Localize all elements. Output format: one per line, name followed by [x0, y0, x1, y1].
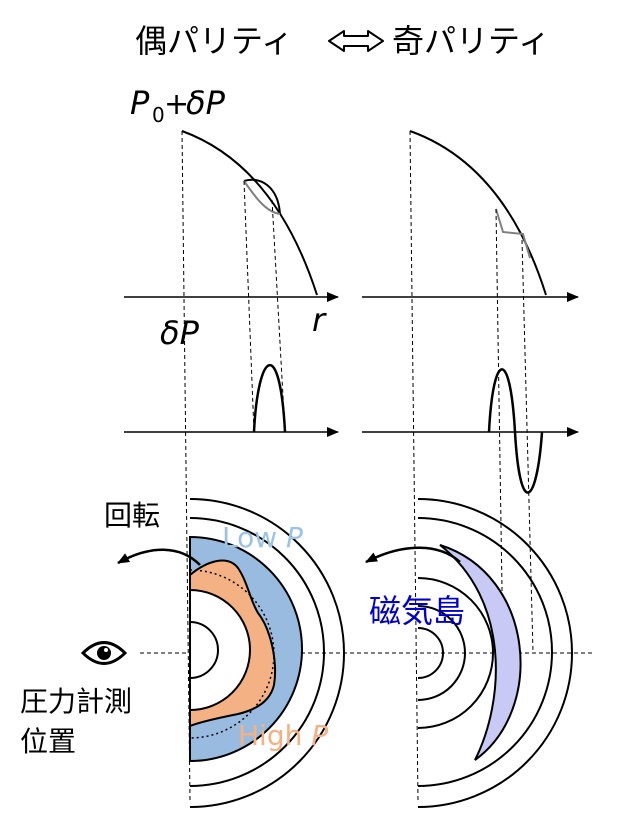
odd-outer-guide	[521, 239, 534, 653]
even-innermost-flux-surface	[189, 621, 219, 679]
odd-mid-flux-surface	[417, 517, 553, 787]
odd-center-guide	[409, 130, 419, 801]
title-odd-parity: 奇パリティ	[392, 22, 550, 60]
odd-pressure-curve	[409, 130, 547, 296]
magnetic-island-label: 磁気島	[369, 592, 465, 630]
even-outer-guide	[271, 199, 286, 433]
high-p-text: High	[238, 719, 311, 752]
even-pressure-curve	[181, 130, 318, 296]
even-center-guide	[181, 130, 191, 801]
low-p-var: P	[286, 521, 303, 554]
even-dotted-flux-surface	[189, 569, 275, 739]
low-p-text: Low	[222, 521, 286, 554]
odd-pressure-plot	[362, 130, 579, 302]
even-dp-curve	[252, 363, 287, 433]
rotation-label: 回転	[104, 499, 160, 532]
measurement-label-line1: 圧力計測	[20, 685, 132, 718]
odd-flattened-region	[495, 208, 531, 259]
title-even-parity: 偶パリティ	[135, 22, 293, 60]
high-p-var: P	[311, 719, 328, 752]
pressure-p-symbol: P	[130, 84, 150, 122]
even-flattened-bump	[243, 178, 281, 215]
odd-innermost-flux-surface	[417, 627, 444, 679]
odd-island-inner-surface	[417, 577, 494, 729]
double-arrow-icon	[328, 30, 384, 52]
delta-p-label: δP	[160, 314, 200, 352]
odd-cross-section	[417, 498, 573, 808]
even-delta-p-plot	[124, 363, 339, 437]
title: 偶パリティ 奇パリティ	[135, 22, 550, 60]
odd-delta-p-plot	[362, 368, 579, 494]
magnetic-island-region	[439, 544, 522, 761]
even-cross-section	[189, 498, 345, 808]
odd-dp-curve	[487, 368, 544, 494]
pressure-plus: +	[164, 87, 189, 122]
measurement-label-line2: 位置	[20, 725, 76, 758]
odd-inner-flux-surface	[417, 605, 466, 701]
even-inner-white-core	[189, 588, 251, 712]
high-p-label: High P	[238, 719, 328, 752]
even-flattened-region	[243, 180, 281, 215]
odd-rotation-arrow	[365, 546, 461, 564]
even-mid-flux-surface	[189, 517, 325, 787]
even-inner-guide	[243, 180, 255, 433]
even-rotation-arrow	[117, 548, 201, 566]
odd-inner-guide	[495, 208, 504, 653]
low-p-label: Low P	[222, 521, 303, 554]
pressure-delta-p: δP	[186, 84, 226, 122]
radius-label: r	[312, 301, 327, 339]
rotation-arrows	[117, 546, 461, 566]
eye-icon	[80, 641, 128, 665]
even-pressure-plot	[124, 130, 339, 302]
pressure-label: P 0 + δP	[130, 84, 226, 127]
pressure-p-subscript: 0	[152, 103, 165, 127]
odd-outer-flux-surface	[417, 498, 573, 808]
even-outer-flux-surface	[189, 498, 345, 808]
